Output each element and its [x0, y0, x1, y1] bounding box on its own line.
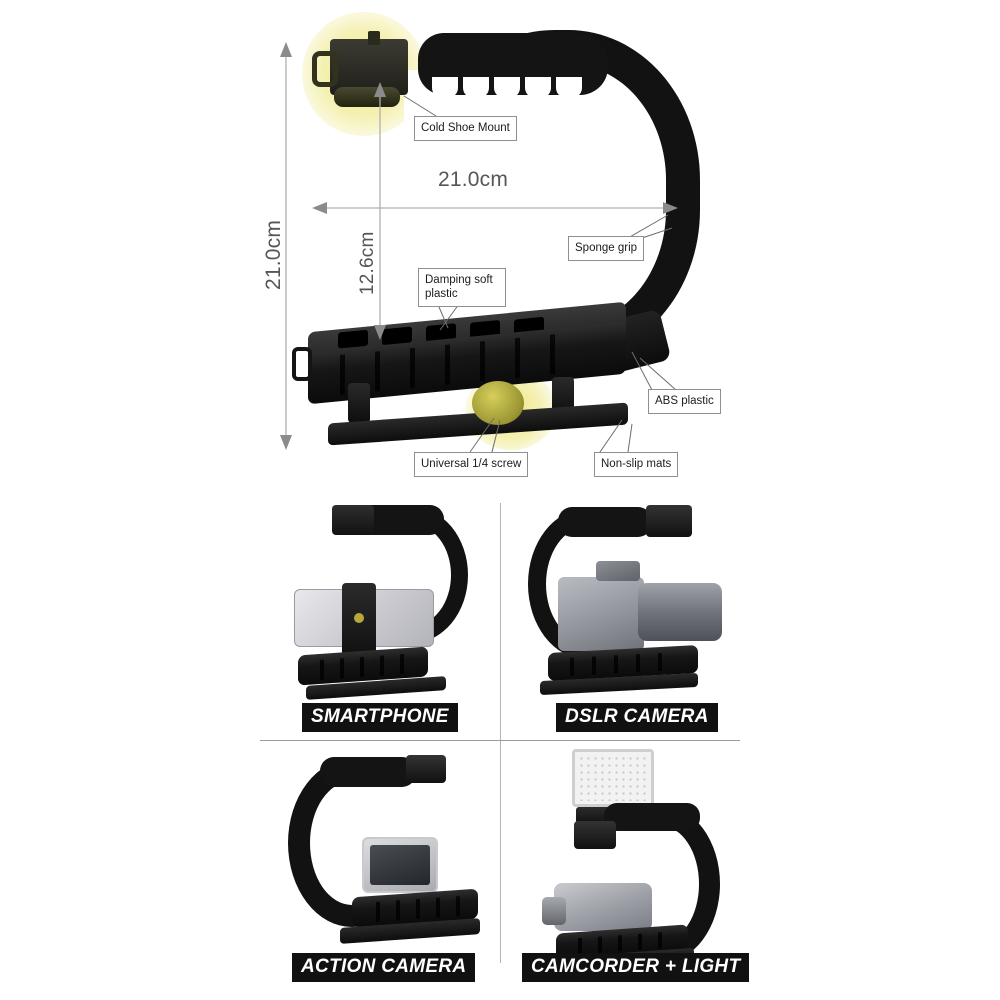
mounted-action-camera	[362, 837, 438, 893]
grid-divider-vertical	[500, 503, 501, 963]
dslr-pentaprism	[596, 561, 640, 581]
plate-leg-left	[348, 383, 370, 423]
mounted-camcorder	[554, 883, 652, 931]
application-cell-camcorder-light: CAMCORDER + LIGHT	[500, 741, 750, 995]
cold-shoe-post	[368, 31, 380, 45]
specification-diagram-section: 21.0cm 12.6cm 21.0cm	[0, 0, 1000, 495]
dslr-rig-illustration	[514, 499, 744, 699]
callout-damping-soft-plastic: Damping soft plastic	[418, 268, 506, 307]
overall-width-dimension-line	[312, 202, 678, 214]
application-cell-smartphone: SMARTPHONE	[260, 495, 500, 740]
overall-width-value: 21.0cm	[438, 168, 509, 191]
callout-abs-plastic: ABS plastic	[648, 389, 721, 414]
label-action-camera: ACTION CAMERA	[292, 953, 476, 982]
label-smartphone: SMARTPHONE	[302, 703, 458, 732]
callout-cold-shoe-mount: Cold Shoe Mount	[414, 116, 517, 141]
action-camera-rig-illustration	[278, 753, 508, 953]
mounted-dslr-body	[558, 577, 644, 651]
smartphone-rig-illustration	[270, 499, 500, 700]
camcorder-rig-illustration	[528, 745, 758, 973]
grip-scallops	[430, 77, 610, 99]
callout-non-slip-mats: Non-slip mats	[594, 452, 679, 477]
stabilizer-product-illustration	[290, 25, 720, 455]
universal-quarter-screw	[472, 381, 524, 425]
cold-shoe-tab	[312, 51, 338, 87]
camcorder-cold-shoe	[574, 821, 616, 849]
mounted-led-light-panel	[572, 749, 654, 807]
grid-divider-horizontal	[260, 740, 740, 741]
cold-shoe-mount-part	[330, 39, 408, 95]
applications-section: SMARTPHONE	[0, 495, 1000, 1000]
callout-universal-screw: Universal 1/4 screw	[414, 452, 529, 477]
smartphone-cold-shoe	[332, 505, 374, 535]
callout-leader-lines	[403, 95, 677, 453]
inner-height-dimension-line	[374, 82, 386, 340]
application-cell-action-camera: ACTION CAMERA	[260, 741, 500, 995]
application-cell-dslr-camera: DSLR CAMERA	[500, 495, 740, 740]
plate-side-clip	[292, 347, 312, 381]
overall-height-dimension-line	[280, 42, 292, 450]
camcorder-lens	[542, 897, 566, 925]
dslr-cold-shoe	[646, 505, 692, 537]
mounted-dslr-lens	[638, 583, 722, 641]
callout-sponge-grip: Sponge grip	[568, 236, 645, 261]
action-camera-cold-shoe	[406, 755, 446, 783]
label-dslr-camera: DSLR CAMERA	[556, 703, 718, 732]
label-camcorder-light: CAMCORDER + LIGHT	[522, 953, 750, 982]
